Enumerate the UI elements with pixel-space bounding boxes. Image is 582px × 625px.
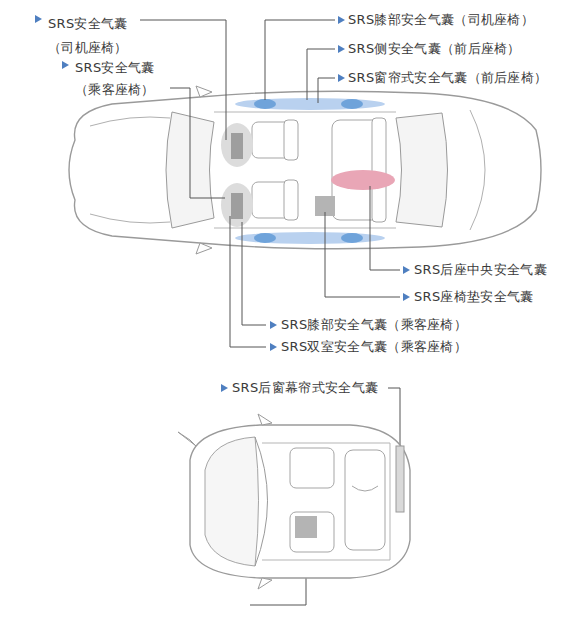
callout-label: SRS后座中央安全气囊 xyxy=(414,262,547,278)
side-airbag xyxy=(254,233,276,243)
side-airbag xyxy=(341,233,363,243)
side-airbag xyxy=(254,99,276,109)
seat-line xyxy=(352,486,378,491)
leader-line xyxy=(307,49,335,100)
label-marker xyxy=(221,384,228,392)
label-marker xyxy=(270,321,277,329)
windshield xyxy=(255,437,268,566)
car-body xyxy=(69,91,541,249)
leader-line xyxy=(170,88,225,198)
label-marker xyxy=(403,293,410,301)
seat-back xyxy=(372,118,386,222)
callout-label: SRS座椅垫安全气囊 xyxy=(414,289,534,305)
car-body xyxy=(190,425,410,578)
label-marker xyxy=(62,61,69,69)
curtain-airbag xyxy=(235,98,385,110)
label-marker xyxy=(338,16,345,24)
rear-window xyxy=(396,113,448,227)
curtain-airbag xyxy=(235,232,385,244)
hood xyxy=(205,437,259,566)
trunk-line xyxy=(470,110,485,230)
mirror xyxy=(258,578,272,589)
label-marker xyxy=(338,45,345,53)
callout-label: SRS安全气囊 （乘客座椅） xyxy=(75,57,167,101)
callout-label: SRS安全气囊 （司机座椅） xyxy=(48,12,140,60)
leader-line xyxy=(318,78,335,103)
passenger-airbag xyxy=(221,183,253,227)
seat-back xyxy=(284,120,298,160)
mirror xyxy=(196,243,212,254)
passenger-airbag-core xyxy=(231,193,243,219)
mirror xyxy=(196,86,212,97)
label-marker xyxy=(403,266,410,274)
cushion-airbag xyxy=(295,516,317,538)
front-seat xyxy=(290,512,334,552)
label-marker xyxy=(35,15,42,23)
leader-line xyxy=(325,212,400,297)
driver-airbag-core xyxy=(231,133,243,159)
roof-line xyxy=(214,112,396,228)
rear-curtain-airbag xyxy=(396,446,404,512)
mirror xyxy=(258,414,272,425)
hood-line xyxy=(90,214,170,223)
callout-label: SRS后窗幕帘式安全气囊 xyxy=(232,380,378,396)
leader-line xyxy=(230,216,266,347)
cabin-outline xyxy=(262,443,390,560)
callout-label: SRS膝部安全气囊（乘客座椅） xyxy=(281,317,467,333)
label-marker xyxy=(270,343,277,351)
seat-back xyxy=(284,180,298,220)
leader-line xyxy=(265,20,335,100)
leader-line xyxy=(370,186,400,270)
leader-line xyxy=(140,20,226,140)
callout-label: SRS膝部安全气囊（司机座椅） xyxy=(348,12,534,28)
hood-line xyxy=(90,117,170,126)
front-seat xyxy=(290,448,334,488)
callout-label: SRS侧安全气囊（前后座椅） xyxy=(348,41,521,57)
mirror xyxy=(178,432,196,446)
leader-line xyxy=(242,222,266,325)
callout-label: SRS窗帘式安全气囊（前后座椅） xyxy=(348,70,547,86)
label-marker xyxy=(338,74,345,82)
callout-label: SRS双室安全气囊（乘客座椅） xyxy=(281,339,467,355)
rear-center-airbag xyxy=(331,170,395,190)
side-airbag xyxy=(341,99,363,109)
rear-seat xyxy=(345,450,385,550)
